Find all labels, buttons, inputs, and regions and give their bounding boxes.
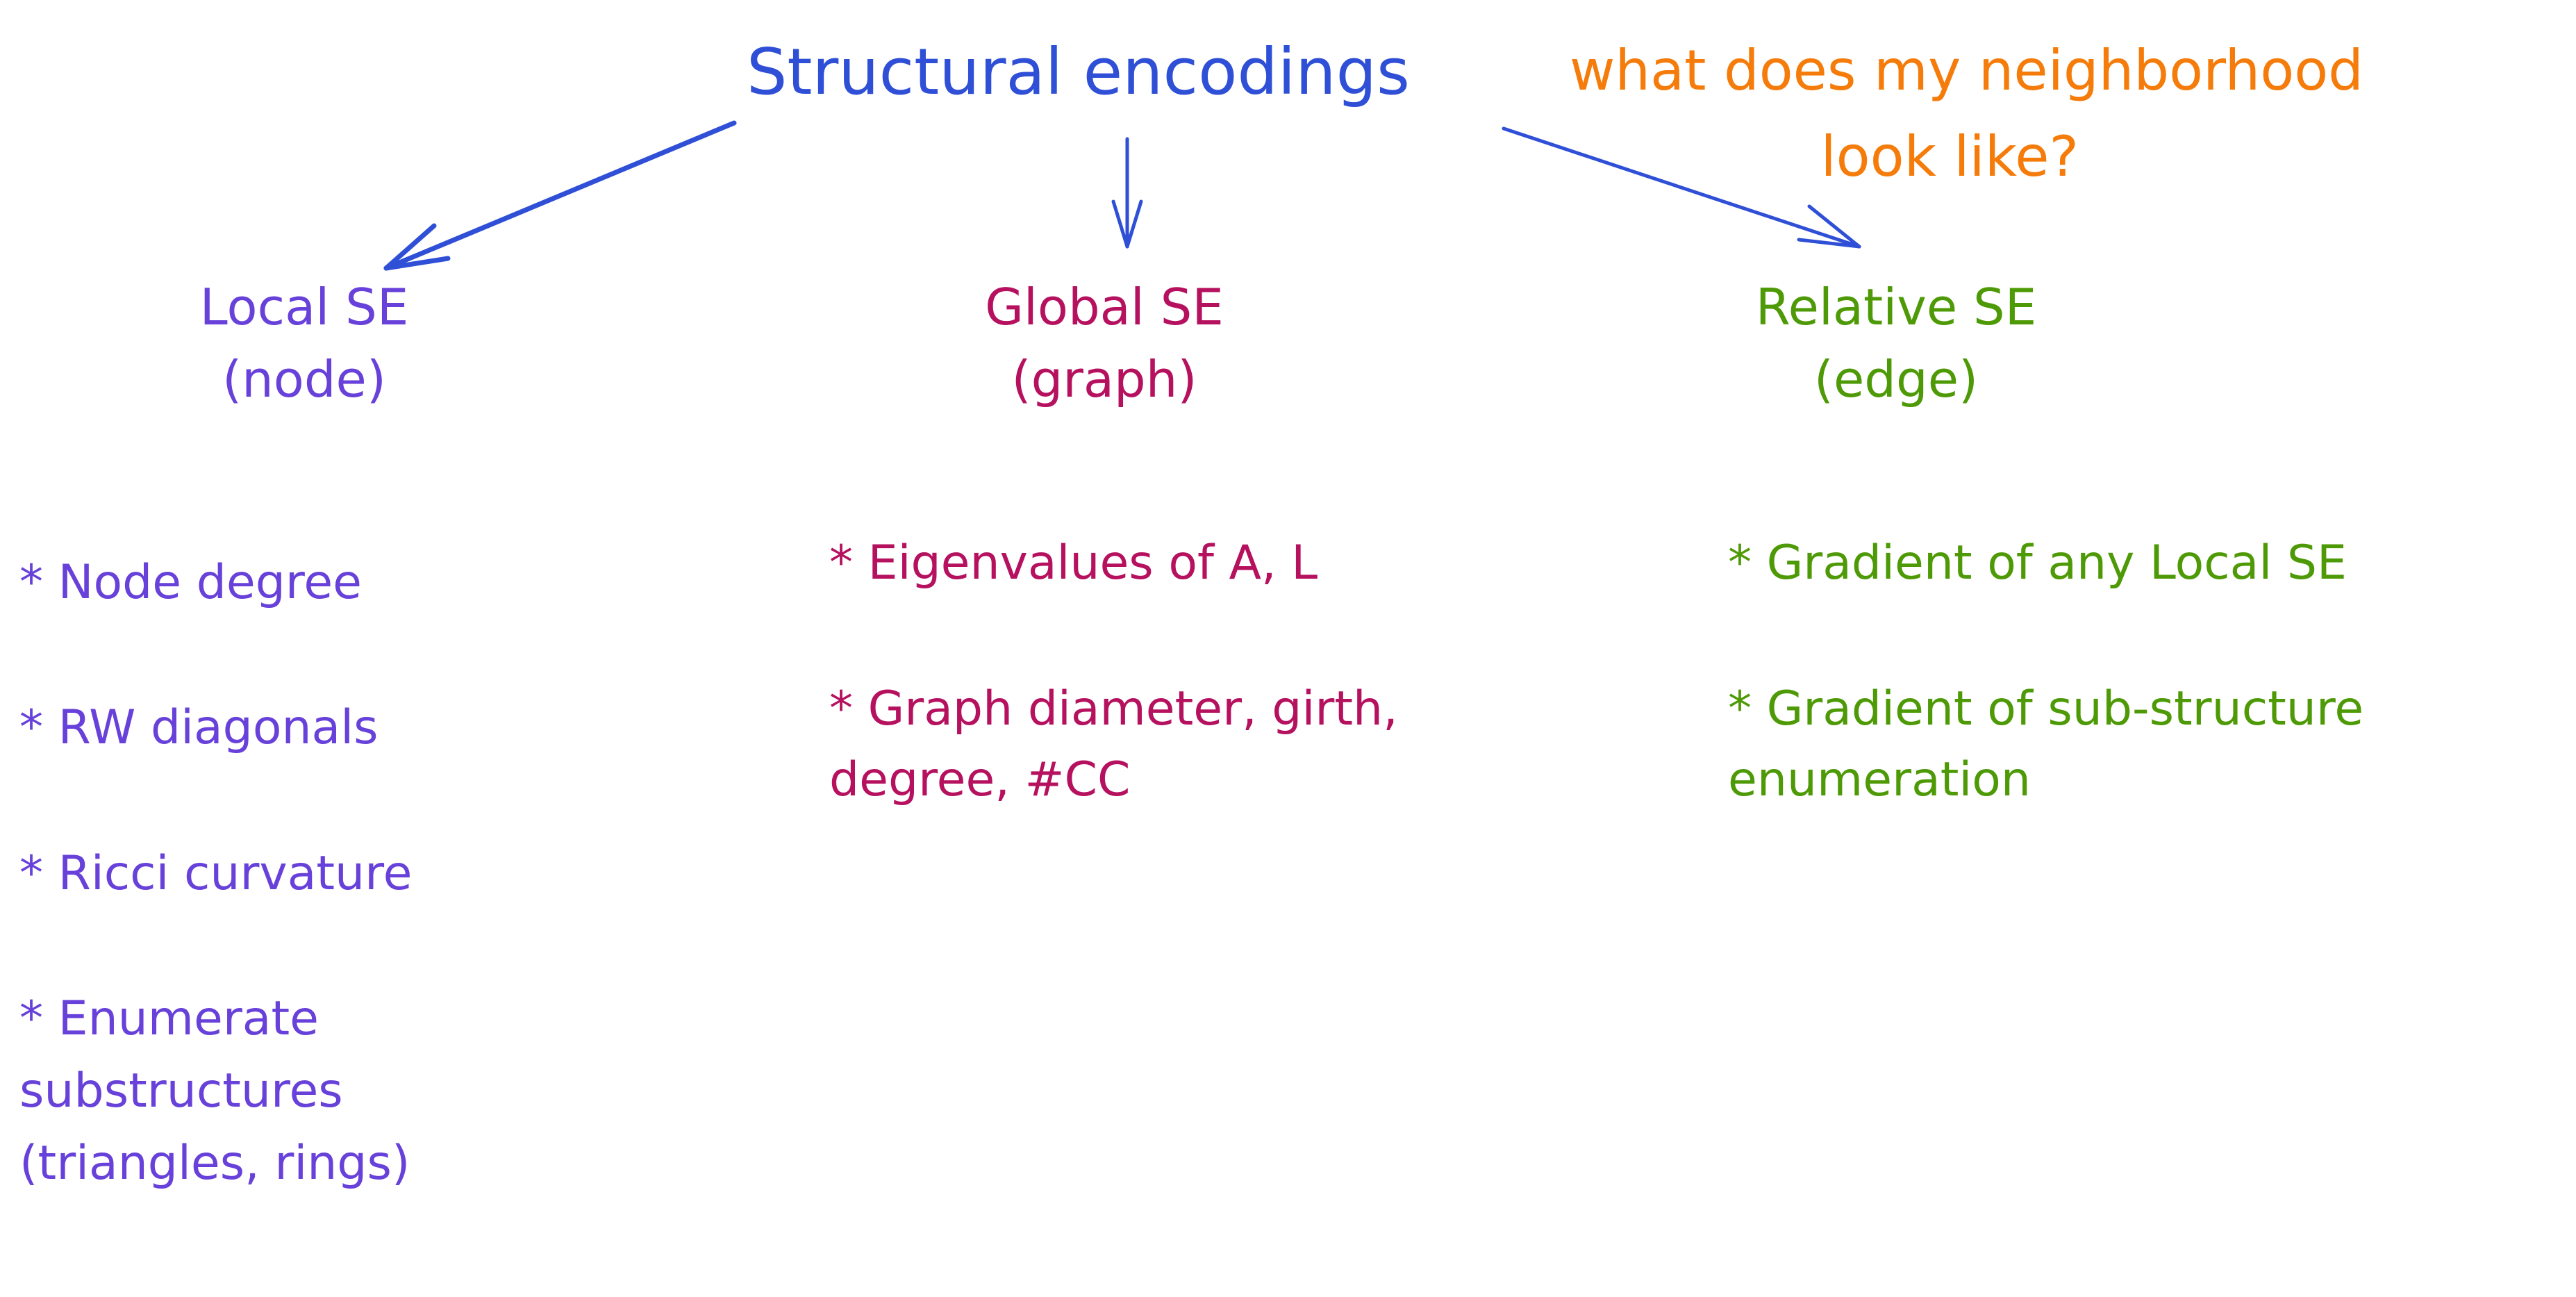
local-heading-text: Local SE: [199, 278, 409, 336]
global-sub-text: (graph): [1011, 350, 1197, 409]
global-heading-text: Global SE: [985, 278, 1224, 336]
question-note: what does my neighborhood look like?: [1570, 28, 2363, 200]
global-se-heading: Global SE (graph): [931, 271, 1278, 416]
relative-item: * Gradient of sub-structure enumeration: [1728, 681, 2364, 807]
relative-se-heading: Relative SE (edge): [1688, 271, 2104, 416]
global-item: * Eigenvalues of A, L: [829, 536, 1318, 590]
local-item: * Enumerate substructures (triangles, ri…: [19, 991, 410, 1191]
arrow-to-local: [383, 120, 737, 271]
arrow-to-global: [1111, 137, 1143, 249]
relative-sub-text: (edge): [1813, 350, 1979, 409]
arrow-to-relative: [1502, 126, 1861, 249]
diagram-title: Structural encodings: [747, 35, 1410, 109]
local-item: * RW diagonals: [19, 700, 379, 755]
local-item: * Ricci curvature: [19, 846, 413, 901]
local-se-heading: Local SE (node): [165, 271, 443, 416]
relative-heading-text: Relative SE: [1755, 278, 2037, 336]
global-item: * Graph diameter, girth, degree, #CC: [829, 681, 1398, 807]
relative-item: * Gradient of any Local SE: [1728, 536, 2347, 590]
local-sub-text: (node): [222, 350, 386, 409]
question-line-1: what does my neighborhood: [1570, 38, 2363, 103]
question-line-2: look like?: [1820, 124, 2079, 189]
local-item: * Node degree: [19, 555, 362, 610]
